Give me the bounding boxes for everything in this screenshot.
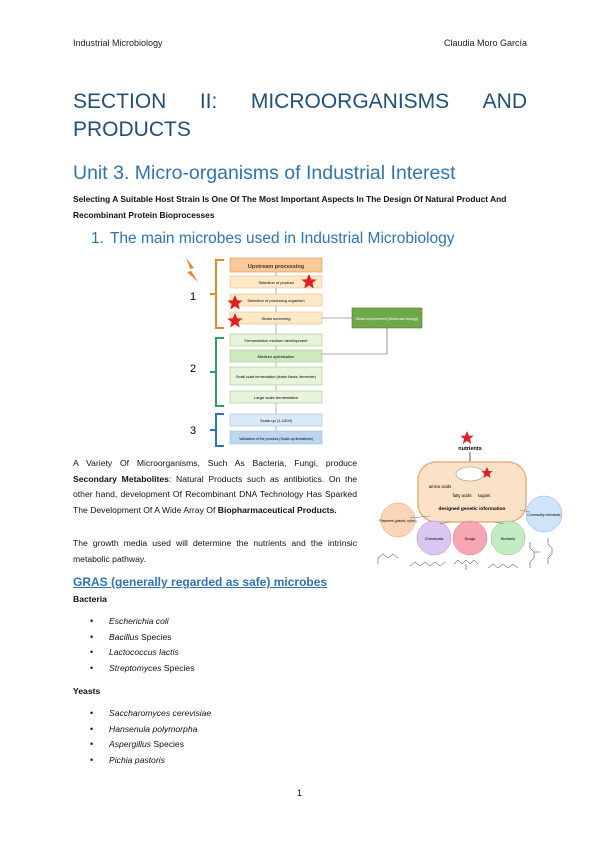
flow-box-9: Scale-up (1-1000) xyxy=(260,418,293,423)
cell-factory-figure: nutrients amino acids fatty acids sugars… xyxy=(377,431,563,570)
flow-box-2: Selection of producing organism xyxy=(247,298,305,303)
flow-box-5: Fermentation medium development xyxy=(245,338,309,343)
inner-label-2: fatty acids xyxy=(453,493,472,498)
stage-label-3: 3 xyxy=(190,425,196,437)
star-icon xyxy=(481,467,493,478)
flow-box-3: Strain screening xyxy=(262,316,291,321)
section-word-3: MICROORGANISMS xyxy=(250,90,450,113)
section-title-line2: PRODUCTS xyxy=(73,118,191,141)
flowchart-figure: 1 2 3 Upstream processing Selection of p… xyxy=(186,257,423,447)
product-3: Drugs xyxy=(465,536,476,541)
star-icon xyxy=(227,313,243,328)
flow-box-10: Validation of the process (Scale-up limi… xyxy=(239,437,313,441)
bacteria-list: Escherichia coli Bacillus Species Lactoc… xyxy=(90,614,195,676)
section-word-2: II: xyxy=(199,90,218,113)
paragraph-metabolites: A Variety Of Microorganisms, Such As Bac… xyxy=(73,456,357,518)
flow-box-7: Small scale fermentation (shake flasks, … xyxy=(236,375,316,379)
paragraph-growth-media: The growth media used will determine the… xyxy=(73,538,357,564)
product-1: Polymers (plastic, nylon) xyxy=(380,519,417,523)
flow-box-6: Medium optimization xyxy=(258,354,295,359)
subheading: 1. The main microbes used in Industrial M… xyxy=(91,230,455,248)
list-item: Hansenula polymorpha xyxy=(90,722,211,738)
star-icon xyxy=(301,274,317,289)
list-item: Pichia pastoris xyxy=(90,753,211,769)
subheading-text: The main microbes used in Industrial Mic… xyxy=(109,230,455,247)
unit-title: Unit 3. Micro-organisms of Industrial In… xyxy=(73,162,456,184)
yeasts-list: Saccharomyces cerevisiae Hansenula polym… xyxy=(90,706,211,768)
list-item: Aspergillus Species xyxy=(90,737,211,753)
bracket-2 xyxy=(210,337,224,407)
para1-text-a: A Variety Of Microorganisms, Such As Bac… xyxy=(73,458,357,468)
star-icon xyxy=(227,295,243,310)
section-word-4: AND xyxy=(482,90,527,113)
flow-box-8: Large scale fermentation xyxy=(254,395,298,400)
cell-center-label: designed genetic information xyxy=(439,506,506,512)
header-right: Claudia Moro García xyxy=(443,38,527,48)
list-item: Lactococcus lactis xyxy=(90,645,195,661)
para1-bold-d: Biopharmaceutical Products. xyxy=(217,504,337,515)
section-word-1: SECTION xyxy=(73,90,167,113)
yeasts-label: Yeasts xyxy=(73,686,101,696)
para1-text-c: : Natural Products such as antibiotics. … xyxy=(73,473,357,515)
bracket-1 xyxy=(210,259,224,329)
page-number: 1 xyxy=(296,788,302,798)
lightning-icon xyxy=(186,258,198,282)
flow-title: Upstream processing xyxy=(248,264,304,270)
lead-paragraph: Selecting A Suitable Host Strain Is One … xyxy=(73,194,507,220)
bracket-3 xyxy=(210,413,224,447)
flow-box-4: Strain improvement (Molecular biology) xyxy=(356,317,419,321)
section-title: SECTION II: MICROORGANISMS AND PRODUCTS xyxy=(73,88,527,144)
list-item: Escherichia coli xyxy=(90,614,195,630)
header-left: Industrial Microbiology xyxy=(73,38,163,48)
star-icon xyxy=(460,431,474,444)
list-item: Bacillus Species xyxy=(90,630,195,646)
product-5: Commodity chemicals xyxy=(527,513,560,517)
subheading-number: 1. xyxy=(91,230,104,247)
list-item: Streptomyces Species xyxy=(90,661,195,677)
product-4: Biofuels xyxy=(501,536,515,541)
product-2: Chemicals xyxy=(425,536,444,541)
bacteria-label: Bacteria xyxy=(73,594,107,604)
nutrients-label: nutrients xyxy=(458,446,482,452)
inner-label-3: sugars xyxy=(478,493,491,498)
list-item: Saccharomyces cerevisiae xyxy=(90,706,211,722)
stage-label-1: 1 xyxy=(190,291,196,303)
inner-label-1: amino acids xyxy=(429,484,451,489)
gras-heading: GRAS (generally regarded as safe) microb… xyxy=(73,575,328,589)
flow-box-1: Selection of product xyxy=(258,280,294,285)
para1-bold-b: Secondary Metabolites xyxy=(73,473,169,484)
stage-label-2: 2 xyxy=(190,363,196,375)
